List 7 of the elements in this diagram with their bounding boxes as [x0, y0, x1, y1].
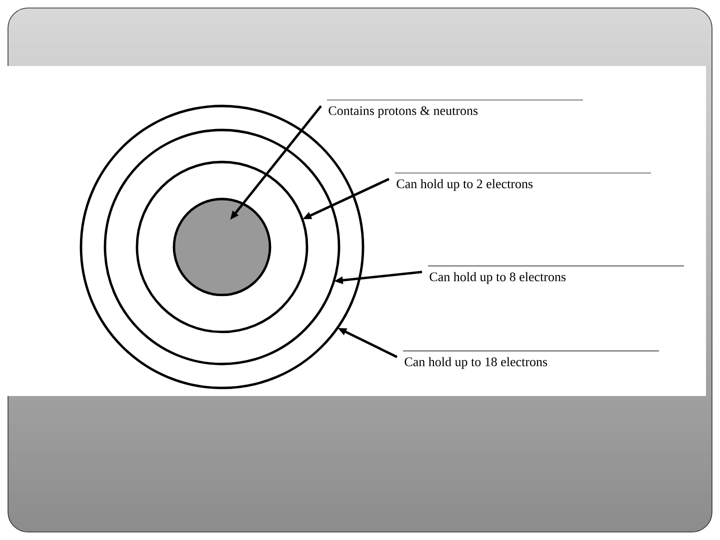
shell-ring	[104, 128, 340, 366]
nucleus-circle	[172, 198, 272, 296]
label-text: Contains protons & neutrons	[328, 106, 478, 118]
label-text: Can hold up to 8 electrons	[430, 272, 566, 284]
label-text: Can hold up to 2 electrons	[396, 179, 533, 191]
shell-ring	[136, 160, 308, 334]
label-text: Can hold up to 18 electrons	[404, 357, 548, 369]
